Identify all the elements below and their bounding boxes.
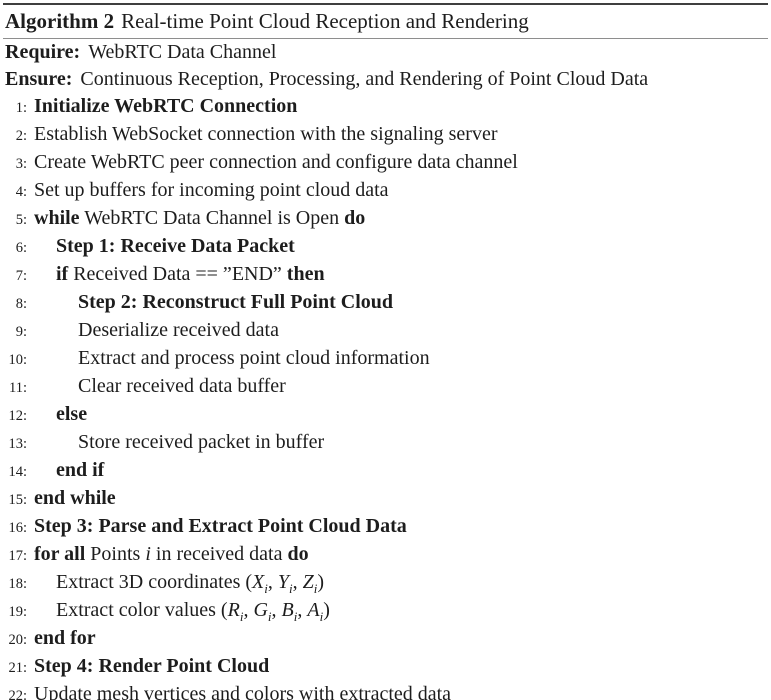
line-text: Step 4: Render Point Cloud bbox=[34, 655, 270, 677]
line-number: 10: bbox=[8, 352, 27, 368]
caption-rule bbox=[3, 38, 768, 39]
top-rule bbox=[3, 3, 768, 5]
algorithm-line: 12: else bbox=[3, 401, 768, 429]
algorithm-line: 14: end if bbox=[3, 457, 768, 485]
line-number: 11: bbox=[9, 380, 27, 396]
algorithm-line: 15: end while bbox=[3, 485, 768, 513]
line-text: Initialize WebRTC Connection bbox=[34, 95, 298, 117]
line-number: 6: bbox=[15, 240, 27, 256]
line-number: 19: bbox=[8, 604, 27, 620]
line-text: Deserialize received data bbox=[78, 319, 279, 341]
algorithm-body: 1: Initialize WebRTC Connection 2: Establis… bbox=[3, 93, 768, 700]
line-number: 9: bbox=[15, 324, 27, 340]
line-number: 1: bbox=[15, 100, 27, 116]
algorithm-title: Real-time Point Cloud Reception and Rend… bbox=[121, 9, 529, 33]
line-number: 20: bbox=[8, 632, 27, 648]
algorithm-line: 21: Step 4: Render Point Cloud bbox=[3, 653, 768, 681]
ensure-text: Continuous Reception, Processing, and Re… bbox=[80, 68, 649, 90]
line-text: end if bbox=[56, 459, 105, 481]
algorithm-line: 11: Clear received data buffer bbox=[3, 373, 768, 401]
line-text: Establish WebSocket connection with the … bbox=[34, 123, 498, 145]
line-number: 7: bbox=[15, 268, 27, 284]
algorithm-line: 13: Store received packet in buffer bbox=[3, 429, 768, 457]
line-text: for all Points i in received data do bbox=[34, 543, 309, 565]
algorithm-line: 7: if Received Data == ”END” then bbox=[3, 261, 768, 289]
line-text: Extract 3D coordinates (Xi, Yi, Zi) bbox=[56, 571, 325, 596]
algorithm-line: 22: Update mesh vertices and colors with … bbox=[3, 681, 768, 700]
algorithm-line: 19: Extract color values (Ri, Gi, Bi, Ai) bbox=[3, 597, 768, 625]
line-number: 13: bbox=[8, 436, 27, 452]
algorithm-line: 10: Extract and process point cloud infor… bbox=[3, 345, 768, 373]
line-number: 21: bbox=[8, 660, 27, 676]
line-number: 3: bbox=[15, 156, 27, 172]
line-text: while WebRTC Data Channel is Open do bbox=[34, 207, 366, 229]
algorithm-line: 20: end for bbox=[3, 625, 768, 653]
algorithm-line: 17: for all Points i in received data do bbox=[3, 541, 768, 569]
line-number: 17: bbox=[8, 548, 27, 564]
line-text: Extract and process point cloud informat… bbox=[78, 347, 430, 369]
line-number: 14: bbox=[8, 464, 27, 480]
algorithm-line: 2: Establish WebSocket connection with th… bbox=[3, 121, 768, 149]
line-text: Update mesh vertices and colors with ext… bbox=[34, 683, 452, 700]
algorithm-label: Algorithm 2 bbox=[5, 9, 115, 33]
line-number: 16: bbox=[8, 520, 27, 536]
ensure-keyword: Ensure: bbox=[5, 68, 73, 90]
line-text: if Received Data == ”END” then bbox=[56, 263, 325, 285]
line-number: 8: bbox=[15, 296, 27, 312]
line-text: Store received packet in buffer bbox=[78, 431, 325, 453]
line-text: Step 2: Reconstruct Full Point Cloud bbox=[78, 291, 393, 313]
line-text: end for bbox=[34, 627, 96, 649]
line-number: 18: bbox=[8, 576, 27, 592]
algorithm-line: 6: Step 1: Receive Data Packet bbox=[3, 233, 768, 261]
require-keyword: Require: bbox=[5, 41, 81, 63]
line-number: 2: bbox=[15, 128, 27, 144]
algorithm-line: 4: Set up buffers for incoming point clou… bbox=[3, 177, 768, 205]
algorithm-line: 8: Step 2: Reconstruct Full Point Cloud bbox=[3, 289, 768, 317]
algorithm-line: 16: Step 3: Parse and Extract Point Cloud… bbox=[3, 513, 768, 541]
line-text: Extract color values (Ri, Gi, Bi, Ai) bbox=[56, 599, 330, 624]
line-number: 12: bbox=[8, 408, 27, 424]
line-text: Set up buffers for incoming point cloud … bbox=[34, 179, 389, 201]
line-number: 4: bbox=[15, 184, 27, 200]
line-number: 22: bbox=[8, 688, 27, 700]
algorithm-line: 1: Initialize WebRTC Connection bbox=[3, 93, 768, 121]
line-number: 5: bbox=[15, 212, 27, 228]
line-text: Create WebRTC peer connection and config… bbox=[34, 151, 518, 173]
line-text: Step 3: Parse and Extract Point Cloud Da… bbox=[34, 515, 407, 537]
line-text: Step 1: Receive Data Packet bbox=[56, 235, 295, 257]
ensure-line: Ensure: Continuous Reception, Processing,… bbox=[3, 66, 768, 93]
line-number: 15: bbox=[8, 492, 27, 508]
line-text: Clear received data buffer bbox=[78, 375, 286, 397]
algorithm-line: 9: Deserialize received data bbox=[3, 317, 768, 345]
require-text: WebRTC Data Channel bbox=[88, 41, 277, 63]
require-line: Require: WebRTC Data Channel bbox=[3, 39, 768, 66]
algorithm-line: 3: Create WebRTC peer connection and conf… bbox=[3, 149, 768, 177]
line-text: else bbox=[56, 403, 88, 425]
algorithm-line: 18: Extract 3D coordinates (Xi, Yi, Zi) bbox=[3, 569, 768, 597]
algorithm-line: 5: while WebRTC Data Channel is Open do bbox=[3, 205, 768, 233]
line-text: end while bbox=[34, 487, 116, 509]
